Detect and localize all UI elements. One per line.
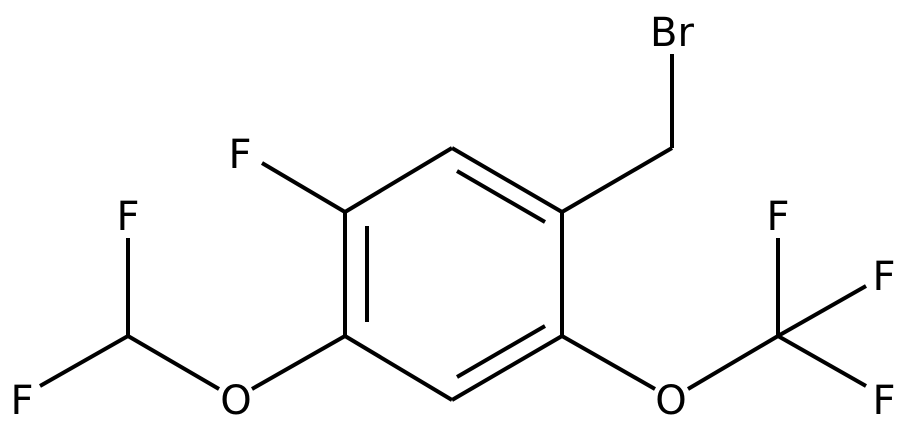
atom-labels: Br F O F F O F F F bbox=[10, 10, 895, 424]
bond-chf2-f-bottom bbox=[39, 334, 129, 388]
ring-bond-c1-c2 bbox=[450, 146, 564, 214]
bond-o-cf3 bbox=[686, 334, 780, 391]
bond-ring-ch2 bbox=[560, 146, 674, 214]
ring-bond-c3-c4-inner bbox=[455, 324, 547, 379]
ring-bond-c3-c4 bbox=[450, 334, 564, 402]
ring-fluorine-label: F bbox=[228, 132, 251, 178]
bond-ring-o-left bbox=[251, 334, 346, 391]
bromine-label: Br bbox=[650, 10, 694, 56]
bond-o-chf2 bbox=[126, 334, 221, 391]
ring-bond-c1-c2-inner bbox=[455, 169, 547, 224]
bond-cf3-f-right bbox=[777, 284, 867, 338]
ring-bond-c4-c5 bbox=[343, 334, 454, 402]
difluoromethoxy-oxygen-label: O bbox=[220, 378, 251, 424]
difluoromethyl-fluorine-bottom-label: F bbox=[10, 378, 33, 424]
ring-bond-c6-c1 bbox=[343, 146, 454, 214]
trifluoromethyl-fluorine-right-label: F bbox=[872, 254, 895, 300]
bond-cf3-f-bottom bbox=[777, 334, 867, 388]
bonds bbox=[39, 54, 867, 402]
trifluoromethyl-fluorine-bottom-label: F bbox=[872, 378, 895, 424]
trifluoromethyl-fluorine-top-label: F bbox=[766, 194, 789, 240]
difluoromethyl-fluorine-top-label: F bbox=[116, 194, 139, 240]
bond-ring-f bbox=[260, 161, 347, 214]
bond-ring-o-right bbox=[561, 334, 656, 391]
trifluoromethoxy-oxygen-label: O bbox=[655, 378, 686, 424]
